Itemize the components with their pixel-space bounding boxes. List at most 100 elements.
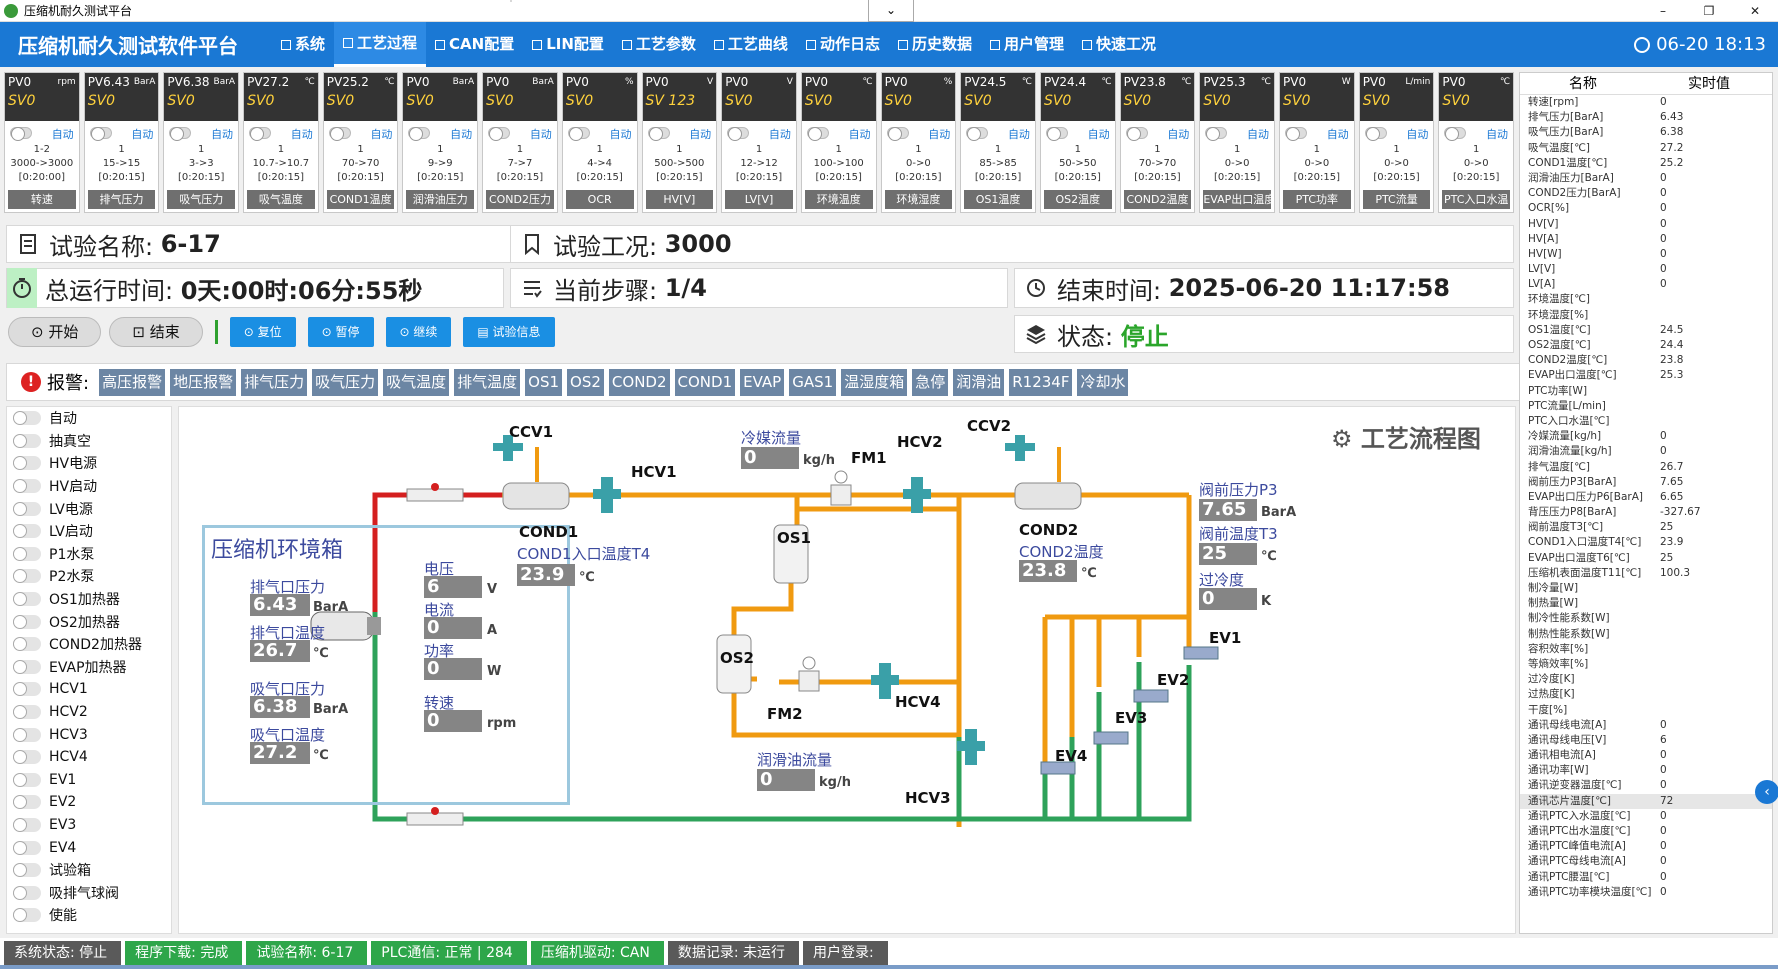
table-row[interactable]: 环境温度[℃]	[1520, 292, 1772, 307]
table-row[interactable]: 背压压力P8[BarA]-327.67	[1520, 505, 1772, 520]
table-row[interactable]: 容积效率[%]	[1520, 642, 1772, 657]
table-row[interactable]: PTC功率[W]	[1520, 384, 1772, 399]
table-row[interactable]: HV[V]0	[1520, 217, 1772, 232]
auto-toggle[interactable]	[806, 127, 829, 141]
auto-toggle[interactable]	[886, 127, 909, 141]
table-row[interactable]: 阀前压力P3[BarA]7.65	[1520, 475, 1772, 490]
table-row[interactable]: 环境湿度[%]	[1520, 308, 1772, 323]
table-row[interactable]: 吸气压力[BarA]6.38	[1520, 125, 1772, 140]
maximize-button[interactable]: ❐	[1703, 4, 1715, 18]
switch-toggle[interactable]	[13, 840, 41, 855]
table-row[interactable]: EVAP出口温度T6[℃]25	[1520, 551, 1772, 566]
switch-toggle[interactable]	[13, 569, 41, 584]
switch-toggle[interactable]	[13, 592, 41, 607]
table-row[interactable]: COND2压力[BarA]0	[1520, 186, 1772, 201]
close-button[interactable]: ✕	[1749, 4, 1761, 18]
table-row[interactable]: COND2温度[℃]23.8	[1520, 353, 1772, 368]
table-row[interactable]: 阀前温度T3[℃]25	[1520, 520, 1772, 535]
nav-item-7[interactable]: 历史数据	[889, 22, 981, 67]
table-row[interactable]: 排气压力[BarA]6.43	[1520, 110, 1772, 125]
nav-item-2[interactable]: CAN配置	[426, 22, 523, 67]
switch-toggle[interactable]	[13, 479, 41, 494]
auto-toggle[interactable]	[328, 127, 351, 141]
auto-toggle[interactable]	[1364, 127, 1387, 141]
switch-toggle[interactable]	[13, 637, 41, 652]
table-row[interactable]: LV[V]0	[1520, 262, 1772, 277]
panel-collapse-button[interactable]: ‹	[1755, 780, 1778, 804]
test-info-button[interactable]: ▤ 试验信息	[463, 317, 555, 347]
table-row[interactable]: 润滑油流量[kg/h]0	[1520, 444, 1772, 459]
pause-button[interactable]: ⊙ 暂停	[307, 317, 374, 347]
auto-toggle[interactable]	[89, 127, 112, 141]
table-row[interactable]: 通讯PTC功率模块温度[℃]0	[1520, 885, 1772, 900]
table-row[interactable]: EVAP出口温度[℃]25.3	[1520, 368, 1772, 383]
table-row[interactable]: 通讯PTC腰温[℃]0	[1520, 870, 1772, 885]
table-row[interactable]: OCR[%]0	[1520, 201, 1772, 216]
switch-toggle[interactable]	[13, 433, 41, 448]
switch-toggle[interactable]	[13, 524, 41, 539]
table-row[interactable]: 转速[rpm]0	[1520, 95, 1772, 110]
auto-toggle[interactable]	[567, 127, 590, 141]
switch-toggle[interactable]	[13, 885, 41, 900]
table-row[interactable]: 过热度[K]	[1520, 687, 1772, 702]
auto-toggle[interactable]	[1444, 127, 1467, 141]
table-row[interactable]: 冷媒流量[kg/h]0	[1520, 429, 1772, 444]
switch-toggle[interactable]	[13, 659, 41, 674]
table-row[interactable]: EVAP出口压力P6[BarA]6.65	[1520, 490, 1772, 505]
switch-toggle[interactable]	[13, 727, 41, 742]
auto-toggle[interactable]	[1285, 127, 1307, 141]
nav-item-8[interactable]: 用户管理	[981, 22, 1073, 67]
table-row[interactable]: 通讯PTC出水温度[℃]0	[1520, 824, 1772, 839]
reset-button[interactable]: ⊙ 复位	[229, 317, 296, 347]
nav-item-1[interactable]: 工艺过程	[334, 22, 427, 67]
table-row[interactable]: 等熵效率[%]	[1520, 657, 1772, 672]
table-row[interactable]: 通讯逆变器温度[℃]0	[1520, 778, 1772, 793]
table-row[interactable]: 通讯相电流[A]0	[1520, 748, 1772, 763]
nav-item-9[interactable]: 快速工况	[1073, 22, 1165, 67]
table-row[interactable]: 制冷量[W]	[1520, 581, 1772, 596]
switch-toggle[interactable]	[13, 908, 41, 923]
nav-item-0[interactable]: 系统	[272, 22, 334, 67]
switch-toggle[interactable]	[13, 614, 41, 629]
table-row[interactable]: 制冷性能系数[W]	[1520, 611, 1772, 626]
auto-toggle[interactable]	[249, 127, 272, 141]
switch-toggle[interactable]	[13, 546, 41, 561]
table-row[interactable]: OS2温度[℃]24.4	[1520, 338, 1772, 353]
table-row[interactable]: 通讯PTC入水温度[℃]0	[1520, 809, 1772, 824]
auto-toggle[interactable]	[488, 127, 511, 141]
switch-toggle[interactable]	[13, 817, 41, 832]
switch-toggle[interactable]	[13, 456, 41, 471]
switch-toggle[interactable]	[13, 750, 41, 765]
nav-item-6[interactable]: 动作日志	[797, 22, 889, 67]
table-row[interactable]: 制热性能系数[W]	[1520, 627, 1772, 642]
nav-item-5[interactable]: 工艺曲线	[705, 22, 797, 67]
table-row[interactable]: 通讯芯片温度[℃]72	[1520, 793, 1772, 809]
table-row[interactable]: PTC入口水温[℃]	[1520, 414, 1772, 429]
auto-toggle[interactable]	[727, 127, 750, 141]
collapse-toggle-button[interactable]: ⌄	[868, 0, 914, 22]
switch-toggle[interactable]	[13, 795, 41, 810]
table-row[interactable]: 制热量[W]	[1520, 596, 1772, 611]
nav-item-3[interactable]: LIN配置	[523, 22, 613, 67]
table-row[interactable]: 排气温度[℃]26.7	[1520, 460, 1772, 475]
table-row[interactable]: 过冷度[K]	[1520, 672, 1772, 687]
auto-toggle[interactable]	[10, 127, 32, 141]
auto-toggle[interactable]	[966, 127, 989, 141]
resume-button[interactable]: ⊙ 继续	[385, 317, 452, 347]
table-row[interactable]: 通讯功率[W]0	[1520, 763, 1772, 778]
table-row[interactable]: COND1入口温度T4[℃]23.9	[1520, 535, 1772, 550]
table-row[interactable]: 压缩机表面温度T11[℃]100.3	[1520, 566, 1772, 581]
switch-toggle[interactable]	[13, 501, 41, 516]
stop-button[interactable]: ⊡ 结束	[109, 317, 203, 347]
table-row[interactable]: COND1温度[℃]25.2	[1520, 156, 1772, 171]
table-row[interactable]: LV[A]0	[1520, 277, 1772, 292]
table-row[interactable]: PTC流量[L/min]	[1520, 399, 1772, 414]
table-row[interactable]: 干度[%]	[1520, 703, 1772, 718]
table-row[interactable]: 吸气温度[℃]27.2	[1520, 141, 1772, 156]
auto-toggle[interactable]	[1125, 127, 1148, 141]
table-row[interactable]: 通讯母线电流[A]0	[1520, 718, 1772, 733]
auto-toggle[interactable]	[1045, 127, 1068, 141]
table-row[interactable]: 润滑油压力[BarA]0	[1520, 171, 1772, 186]
switch-toggle[interactable]	[13, 863, 41, 878]
